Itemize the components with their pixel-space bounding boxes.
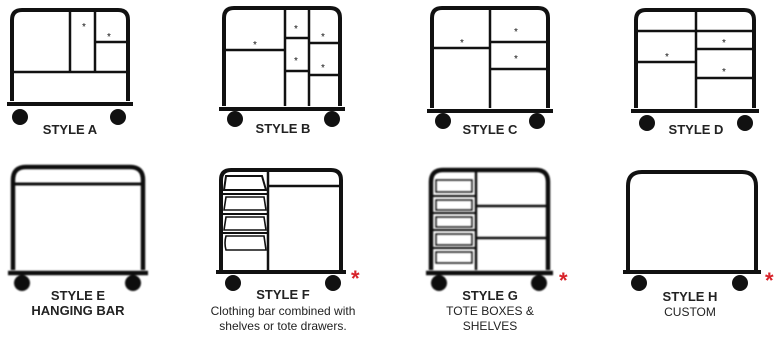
drawer-asterisk: * [294,56,298,67]
cart-style-f [216,170,346,291]
style-g-label: STYLE G [450,288,530,303]
style-g-detail-line-2: SHELVES [420,319,560,334]
cart-style-c [427,8,553,129]
cart-style-e [8,167,148,291]
drawer-asterisk: * [514,54,518,65]
drawer-asterisk: * [321,63,325,74]
cart-style-g [426,170,553,291]
drawer-asterisk: * [294,24,298,35]
cart-style-h [623,172,761,291]
style-g-detail-line-1: TOTE BOXES & [420,304,560,319]
cart-style-a [7,10,133,125]
drawer-asterisk: * [82,22,86,33]
drawer-asterisk: * [253,40,257,51]
style-h-detail: CUSTOM [640,305,740,320]
style-g-red-asterisk: * [559,270,568,292]
style-f-detail-line-1: Clothing bar combined with [186,304,380,319]
drawer-asterisk: * [722,38,726,49]
style-h-label: STYLE H [650,289,730,304]
style-c-label: STYLE C [450,122,530,137]
drawer-asterisk: * [722,67,726,78]
drawer-asterisk: * [514,27,518,38]
style-e-detail: HANGING BAR [16,303,140,319]
style-f-detail-line-2: shelves or tote drawers. [186,319,380,334]
drawer-asterisk: * [321,32,325,43]
style-e-label: STYLE E [36,288,120,303]
drawer-asterisk: * [107,32,111,43]
style-d-label: STYLE D [656,122,736,137]
cart-style-b [219,8,345,127]
style-f-red-asterisk: * [351,268,360,290]
style-a-label: STYLE A [30,122,110,137]
cart-style-d [631,10,759,131]
style-b-label: STYLE B [243,121,323,136]
drawer-asterisk: * [665,52,669,63]
style-h-red-asterisk: * [765,270,774,292]
drawer-asterisk: * [460,38,464,49]
style-f-label: STYLE F [243,287,323,302]
